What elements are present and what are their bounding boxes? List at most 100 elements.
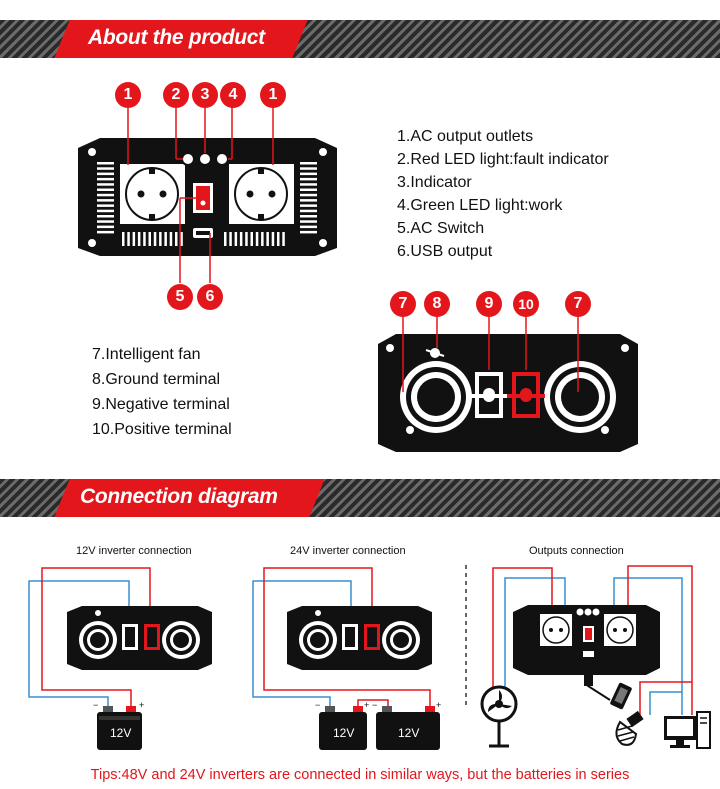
legend-item: 10.Positive terminal <box>92 421 232 438</box>
battery-plus-sign: + <box>139 700 145 710</box>
front-panel <box>78 138 337 256</box>
diagram-outputs <box>480 565 711 749</box>
battery-icon <box>319 706 367 750</box>
fin-slot <box>255 232 259 246</box>
connection-banner: Connection diagram <box>0 479 720 517</box>
fin-slot <box>300 177 317 181</box>
battery-label: 12V <box>398 726 420 740</box>
fin-slot <box>97 193 114 197</box>
battery-label: 12V <box>110 726 132 740</box>
fin-slot <box>300 167 317 170</box>
about-banner-title: About the product <box>88 26 265 49</box>
bulb-icon <box>615 710 644 746</box>
fin-slot <box>300 204 317 207</box>
battery-minus-sign: − <box>372 700 378 710</box>
fin-slot <box>97 162 114 165</box>
fin-slot <box>300 193 317 197</box>
fin-slot <box>164 232 167 246</box>
fin-slot <box>300 172 317 176</box>
fan-grille-right <box>544 361 616 433</box>
screw-icon <box>88 148 327 247</box>
fin-slot <box>137 232 141 246</box>
battery-label: 12V <box>333 726 355 740</box>
legend-item: 3.Indicator <box>397 174 472 191</box>
diagram-12v-title: 12V inverter connection <box>76 545 192 557</box>
battery-plus-sign: + <box>364 700 370 710</box>
fin-slot <box>180 232 183 246</box>
socket-icon <box>229 164 294 224</box>
fin-slot <box>97 172 114 176</box>
fin-slot <box>169 232 173 246</box>
fin-slot <box>127 232 130 246</box>
legend-item: 6.USB output <box>397 243 493 260</box>
connection-banner-title: Connection diagram <box>80 485 278 508</box>
fin-slot <box>229 232 232 246</box>
fin-slot <box>224 232 227 246</box>
fin-slot <box>97 177 114 181</box>
legend-item: 4.Green LED light:work <box>397 197 563 214</box>
rear-legend: 7.Intelligent fan 8.Ground terminal 9.Ne… <box>92 342 232 442</box>
rear-panel <box>378 334 638 452</box>
diagram-12v <box>28 567 212 750</box>
fin-slot <box>245 232 248 246</box>
fin-slot <box>250 232 253 246</box>
fin-slot <box>97 204 114 207</box>
fin-slot <box>239 232 243 246</box>
fin-slot <box>159 232 162 246</box>
fin-slot <box>300 225 317 229</box>
legend-item: 9.Negative terminal <box>92 396 230 413</box>
marker-fan-right: 7 <box>565 291 591 317</box>
fin-slot <box>132 232 136 246</box>
marker-fault-led: 2 <box>163 82 189 108</box>
fin-slot <box>175 232 178 246</box>
fin-slot <box>300 209 317 213</box>
fin-slot <box>271 232 275 246</box>
fin-slot <box>282 232 285 246</box>
fin-slot <box>300 183 317 186</box>
fin-slot <box>143 232 146 246</box>
fin-slot <box>300 215 317 218</box>
legend-item: 8.Ground terminal <box>92 371 221 388</box>
tips-note: Tips:48V and 24V inverters are connected… <box>90 767 630 783</box>
about-banner: About the product <box>0 20 720 58</box>
battery-icon <box>376 706 440 750</box>
fin-slot <box>97 220 114 223</box>
phone-icon <box>610 682 632 710</box>
fin-slot <box>261 232 264 246</box>
fin-slot <box>300 188 317 191</box>
legend-item: 1.AC output outlets <box>397 128 534 145</box>
fan-icon <box>480 685 518 748</box>
computer-icon <box>664 711 711 749</box>
fin-slot <box>122 232 125 246</box>
battery-minus-sign: − <box>93 700 99 710</box>
fin-slot <box>277 232 280 246</box>
legend-item: 2.Red LED light:fault indicator <box>397 151 609 168</box>
fin-slot <box>97 215 114 218</box>
marker-fan-left: 7 <box>390 291 416 317</box>
screw-icon <box>386 344 629 434</box>
fan-grille-left <box>400 361 472 433</box>
front-legend: 1.AC output outlets 2.Red LED light:faul… <box>397 125 609 263</box>
fin-slot <box>97 209 114 213</box>
battery-icon <box>97 706 142 750</box>
fin-slot <box>300 220 317 223</box>
diagram-24v <box>252 567 440 750</box>
fin-slot <box>300 230 317 234</box>
fin-slot <box>97 183 114 186</box>
fin-slot <box>97 167 114 170</box>
fin-slot <box>153 232 157 246</box>
fin-slot <box>234 232 238 246</box>
fin-slot <box>148 232 151 246</box>
fin-slot <box>300 199 317 202</box>
legend-item: 7.Intelligent fan <box>92 346 201 363</box>
marker-indicator: 3 <box>192 82 218 108</box>
fin-slot <box>266 232 269 246</box>
fin-slot <box>300 162 317 165</box>
legend-item: 5.AC Switch <box>397 220 485 237</box>
fin-slot <box>97 230 114 234</box>
battery-minus-sign: − <box>315 700 321 710</box>
fin-slot <box>97 199 114 202</box>
marker-ac-outlet-left: 1 <box>115 82 141 108</box>
marker-ac-outlet-right: 1 <box>260 82 286 108</box>
